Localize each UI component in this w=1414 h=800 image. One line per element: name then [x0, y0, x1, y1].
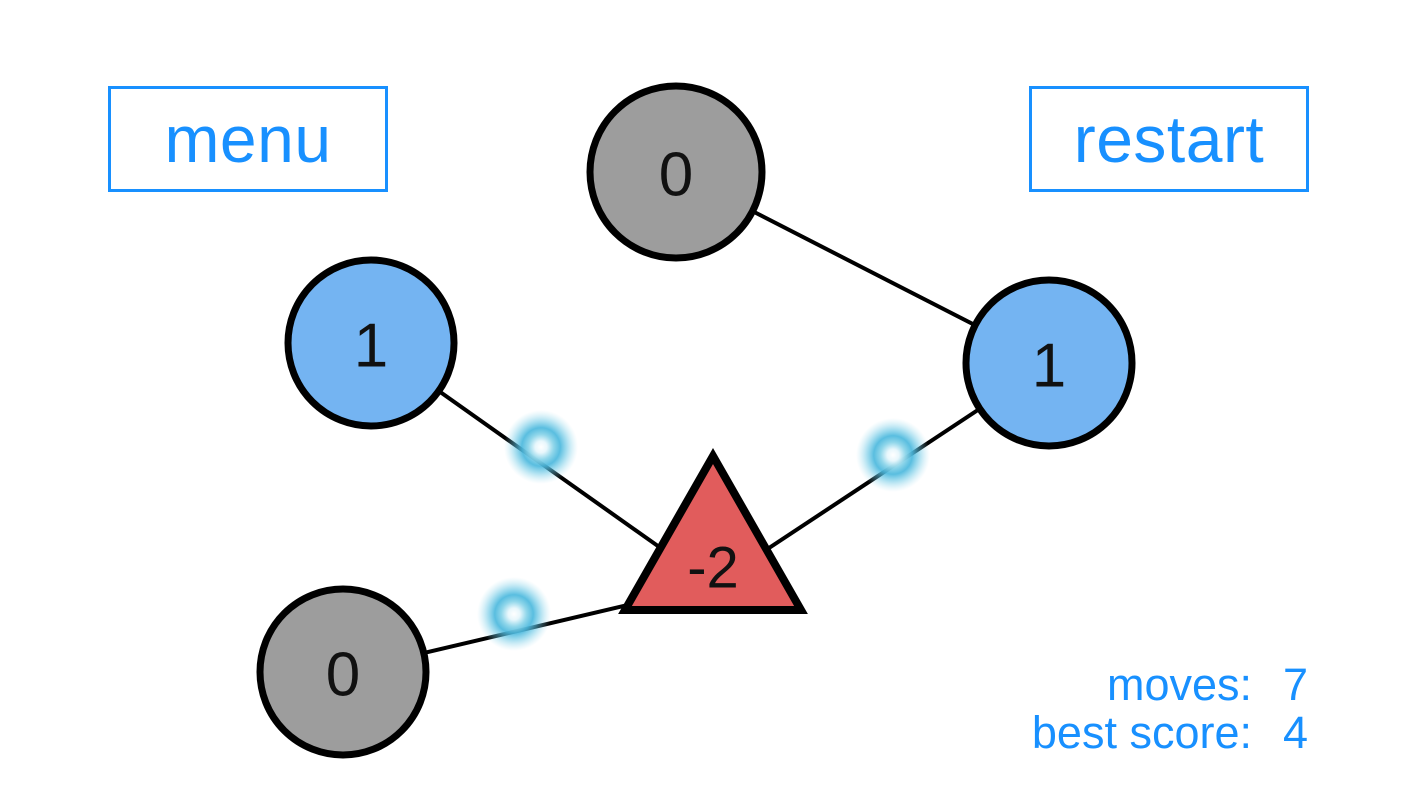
edge-marker-glow-icon[interactable]: [477, 577, 551, 651]
menu-button[interactable]: menu: [108, 86, 388, 192]
node-left-upper-blue[interactable]: 1: [284, 256, 458, 430]
restart-button[interactable]: restart: [1029, 86, 1309, 192]
node-circle[interactable]: [256, 585, 430, 759]
node-center-red-triangle[interactable]: -2: [618, 447, 808, 614]
edge-markers-layer: [477, 410, 930, 651]
node-circle[interactable]: [962, 276, 1136, 450]
moves-row: moves: 7: [1032, 658, 1308, 710]
node-triangle[interactable]: [618, 447, 808, 614]
node-left-lower-gray[interactable]: 0: [256, 585, 430, 759]
node-top-gray[interactable]: 0: [586, 82, 766, 262]
moves-value: 7: [1282, 658, 1308, 710]
restart-button-label: restart: [1073, 102, 1265, 176]
best-score-row: best score: 4: [1032, 709, 1308, 758]
best-score-label: best score:: [1031, 707, 1252, 759]
edge-marker-glow-icon[interactable]: [856, 418, 930, 492]
best-score-value: 4: [1282, 707, 1308, 759]
score-panel: moves: 7 best score: 4: [1032, 658, 1308, 758]
node-circle[interactable]: [284, 256, 458, 430]
edge-marker-glow-icon[interactable]: [504, 410, 578, 484]
menu-button-label: menu: [164, 102, 332, 176]
node-circle[interactable]: [586, 82, 766, 262]
node-right-blue[interactable]: 1: [962, 276, 1136, 450]
nodes-layer: 0 1 1 0 -2: [256, 82, 1136, 759]
moves-label: moves:: [1106, 658, 1252, 710]
